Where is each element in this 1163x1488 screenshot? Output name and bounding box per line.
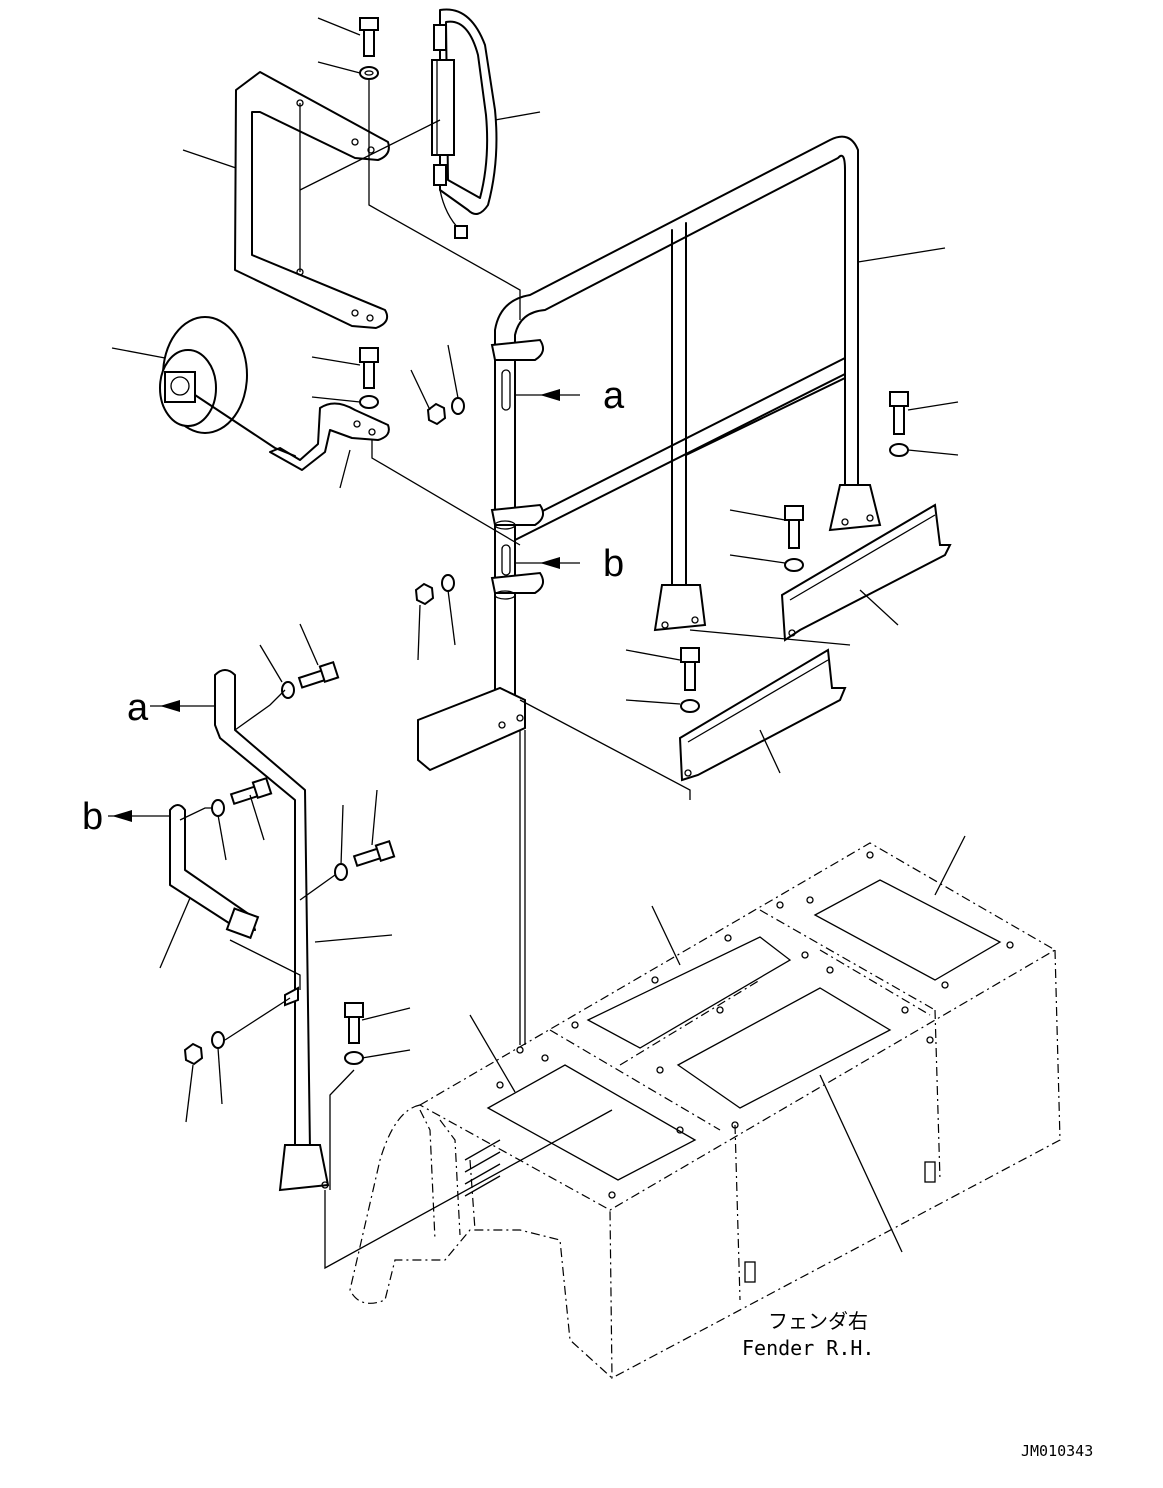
lamp-bracket [269,402,390,471]
nut-washer-b [414,574,455,606]
fender-cover-3 [676,987,892,1109]
callout-b-right: b [515,543,624,585]
nut-washer-a [426,397,465,426]
main-handrail [417,135,882,772]
bolt-lamp-bracket [359,347,379,409]
bolt-handrail-c [334,839,396,881]
work-lamp [159,316,296,457]
guide-line [324,1109,613,1270]
drawing-number: JM010343 [1021,1442,1093,1460]
guide-line [299,119,441,191]
mirror-bracket [234,71,390,329]
callout-b-left: b [82,796,170,838]
guide-line [179,807,212,821]
fender-cover-4 [813,879,1002,981]
guide-line [519,699,691,800]
callout-label-b-left: b [82,796,103,838]
bolt-right-upper [889,391,909,457]
bolt-right-mid [784,505,804,572]
callout-label-a-left: a [127,687,149,729]
leader-lines [111,17,966,1253]
fender-grille [464,1139,501,1197]
guide-line [224,997,291,1041]
callout-label-a: a [603,375,625,417]
fender-rh [349,842,1061,1379]
rear-plate-right [780,503,952,642]
fender-cover-2 [586,936,792,1049]
fender-cover-1 [486,1064,697,1181]
fender-label-jp: フェンダ右 [768,1309,868,1333]
callout-label-b: b [603,543,624,585]
nut-washer-c [183,1031,225,1066]
rear-view-mirror [431,8,498,239]
bolt-fender-front [344,1002,364,1065]
bolt-mirror-bracket [359,17,379,80]
guide-line [371,440,521,546]
bolt-handrail-b [211,776,273,817]
front-handrail [214,669,330,1192]
guide-line [234,689,286,731]
guide-line [229,939,301,990]
guide-line [368,80,521,320]
guide-line [689,629,851,646]
callout-a-left: a [127,687,215,729]
guide-line [329,1069,355,1190]
guide-line [299,874,336,901]
fender-label-en: Fender R.H. [742,1336,874,1360]
bolt-handrail-a [281,660,340,699]
handrail-stay [169,804,260,940]
callout-a-right: a [515,375,625,417]
bolt-right-low [680,647,700,713]
fender-bolt-holes [496,851,1014,1199]
rear-plate-left [678,648,847,782]
